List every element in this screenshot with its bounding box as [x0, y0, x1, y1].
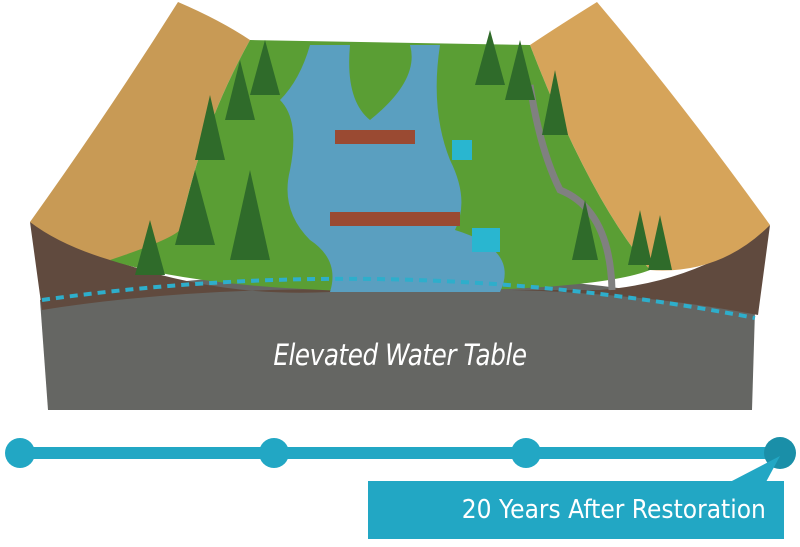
water-table-line	[41, 276, 756, 320]
timeline-track	[20, 447, 780, 459]
beaver-dam-lower	[330, 212, 460, 226]
culvert-box-2	[472, 228, 500, 252]
beaver-dam-upper	[335, 130, 415, 144]
timeline-point-1[interactable]	[5, 438, 35, 468]
timeline-callout-label: 20 Years After Restoration	[461, 495, 766, 525]
valley-cross-section	[30, 2, 770, 410]
river	[280, 45, 505, 292]
soil-layer-right	[400, 225, 770, 315]
timeline-point-3[interactable]	[511, 438, 541, 468]
road	[526, 84, 616, 291]
callout-pointer	[730, 456, 780, 482]
culvert-box-1	[452, 140, 472, 160]
water-table-label: Elevated Water Table	[273, 338, 527, 372]
sandy-hillside-right	[530, 2, 770, 271]
timeline-callout: 20 Years After Restoration	[368, 481, 784, 539]
soil-layer-left	[30, 222, 400, 310]
groundwater-layer	[40, 272, 755, 410]
trees	[135, 30, 672, 275]
timeline	[5, 437, 796, 482]
timeline-point-2[interactable]	[259, 438, 289, 468]
sandy-hillside-left	[30, 2, 250, 262]
